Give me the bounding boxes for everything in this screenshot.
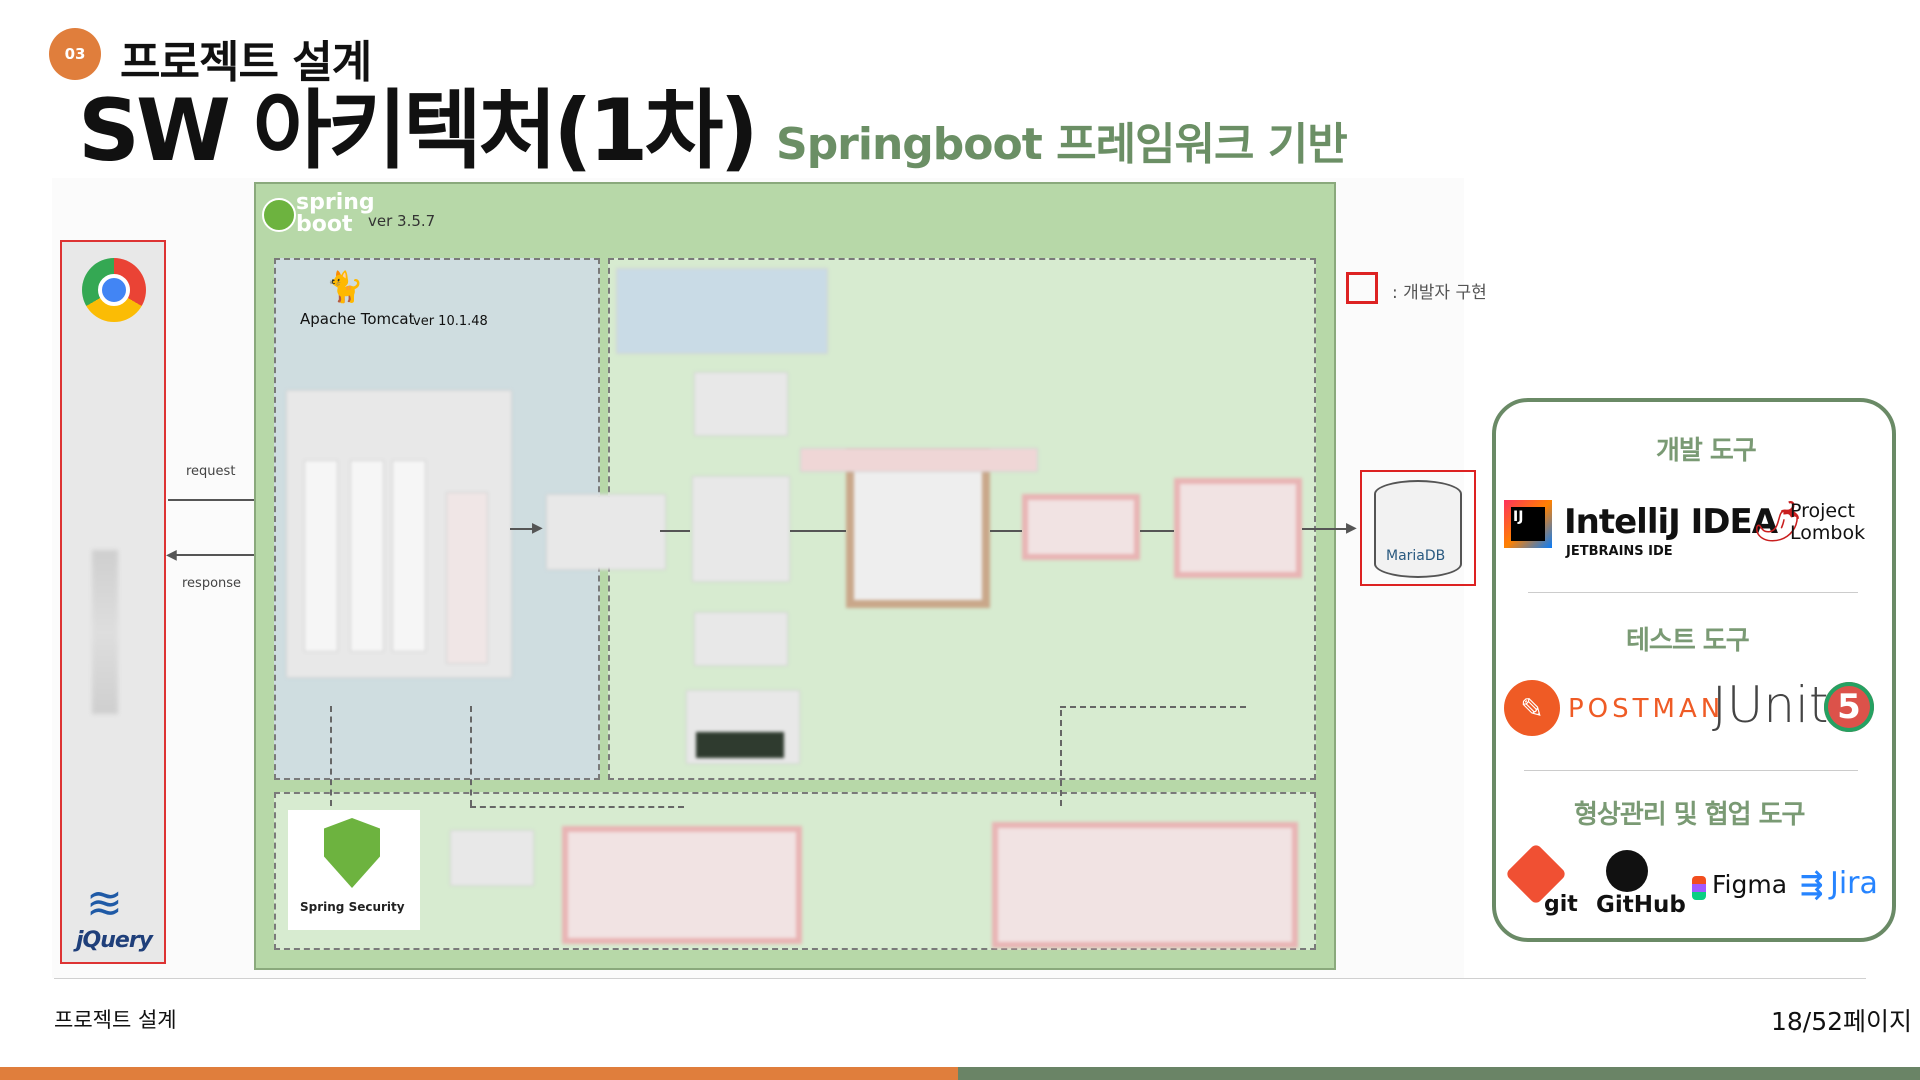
redacted-block bbox=[562, 826, 802, 944]
redacted-block bbox=[696, 732, 784, 758]
intellij-name: IntelliJ IDEA bbox=[1564, 502, 1778, 542]
postman-icon: ✎ bbox=[1504, 680, 1560, 736]
redacted-block bbox=[446, 492, 488, 664]
redacted-block bbox=[350, 460, 384, 652]
database-label: MariaDB bbox=[1386, 548, 1446, 564]
dashed-connector bbox=[470, 706, 472, 806]
intellij-subtitle: JETBRAINS IDE bbox=[1566, 544, 1673, 559]
redacted-block bbox=[992, 822, 1298, 948]
redacted-block bbox=[546, 494, 666, 570]
request-arrow bbox=[168, 499, 280, 501]
flow-line bbox=[790, 530, 846, 532]
postman-label: POSTMAN bbox=[1568, 694, 1725, 724]
lombok-label: Project Lombok bbox=[1790, 500, 1865, 544]
redacted-block bbox=[694, 372, 788, 436]
dev-tools-heading: 개발 도구 bbox=[1656, 436, 1757, 466]
footer-divider bbox=[54, 978, 1866, 979]
redacted-block bbox=[846, 450, 990, 608]
flow-line bbox=[1140, 530, 1174, 532]
legend-text: : 개발자 구현 bbox=[1392, 283, 1487, 303]
footer-bar-orange bbox=[0, 1067, 958, 1080]
redacted-block bbox=[392, 460, 426, 652]
junit-version-badge: 5 bbox=[1824, 682, 1874, 732]
footer-bar-green bbox=[958, 1067, 1920, 1080]
jira-label: Jira bbox=[1830, 866, 1878, 901]
database-cylinder-icon bbox=[1374, 480, 1462, 578]
dashed-connector bbox=[1060, 710, 1062, 806]
springboot-version: ver 3.5.7 bbox=[368, 212, 436, 230]
db-flow-line bbox=[1302, 528, 1352, 530]
section-number-badge: 03 bbox=[49, 28, 101, 80]
figma-label: Figma bbox=[1712, 870, 1788, 899]
github-icon bbox=[1606, 850, 1648, 892]
section-title: 프로젝트 설계 bbox=[120, 37, 372, 88]
dashed-connector bbox=[470, 806, 684, 808]
figma-icon bbox=[1692, 876, 1706, 900]
flow-line bbox=[990, 530, 1022, 532]
spring-logo-line2: boot bbox=[296, 212, 353, 237]
redacted-block bbox=[692, 476, 790, 582]
client-redacted-content bbox=[92, 550, 118, 714]
section-number: 03 bbox=[64, 45, 86, 63]
response-arrow bbox=[176, 554, 280, 556]
request-label: request bbox=[186, 464, 236, 479]
redacted-block bbox=[616, 268, 828, 354]
database-frame bbox=[1360, 470, 1476, 586]
jira-icon: ⇶ bbox=[1800, 868, 1824, 901]
flow-arrowhead: ▶ bbox=[532, 520, 543, 536]
dashed-connector bbox=[330, 706, 332, 806]
jquery-label: jQuery bbox=[76, 928, 153, 953]
response-arrowhead: ◀ bbox=[166, 547, 177, 563]
tomcat-version: ver 10.1.48 bbox=[413, 314, 488, 329]
redacted-block bbox=[304, 460, 338, 652]
github-label: GitHub bbox=[1596, 892, 1686, 918]
tomcat-name: Apache Tomcat bbox=[300, 310, 415, 328]
db-arrowhead: ▶ bbox=[1346, 520, 1357, 536]
tomcat-cat-icon: 🐈 bbox=[326, 270, 364, 305]
dashed-connector bbox=[1060, 706, 1246, 708]
lombok-line2: Lombok bbox=[1790, 522, 1866, 544]
spring-power-icon bbox=[262, 198, 296, 232]
client-browser-panel bbox=[60, 240, 166, 964]
redacted-block bbox=[1022, 494, 1140, 560]
divider bbox=[1528, 592, 1858, 593]
page-number: 18/52페이지 bbox=[1770, 1007, 1912, 1036]
tools-panel bbox=[1492, 398, 1896, 942]
intellij-icon bbox=[1504, 500, 1552, 548]
flow-line bbox=[660, 530, 690, 532]
flow-line bbox=[510, 528, 538, 530]
response-label: response bbox=[182, 576, 242, 591]
redacted-block bbox=[450, 830, 534, 886]
collab-tools-heading: 형상관리 및 협업 도구 bbox=[1574, 800, 1805, 830]
legend-swatch bbox=[1346, 272, 1378, 304]
lombok-chili-icon: 🌶 bbox=[1752, 499, 1803, 545]
lombok-line1: Project bbox=[1790, 500, 1856, 522]
divider bbox=[1524, 770, 1858, 771]
footer-section: 프로젝트 설계 bbox=[54, 1008, 177, 1032]
spring-security-label: Spring Security bbox=[300, 900, 405, 914]
page-title: SW 아키텍처(1차) bbox=[78, 81, 759, 181]
redacted-block bbox=[694, 612, 788, 666]
redacted-block bbox=[1174, 478, 1302, 578]
junit-label: JUnit bbox=[1712, 676, 1829, 734]
test-tools-heading: 테스트 도구 bbox=[1626, 626, 1750, 656]
redacted-block bbox=[800, 448, 1038, 472]
spring-logo-line1: spring bbox=[296, 190, 375, 215]
chrome-icon bbox=[82, 258, 146, 322]
page-subtitle: Springboot 프레임워크 기반 bbox=[776, 119, 1348, 170]
jquery-icon: ≋ bbox=[86, 878, 123, 929]
git-label: git bbox=[1544, 892, 1578, 917]
